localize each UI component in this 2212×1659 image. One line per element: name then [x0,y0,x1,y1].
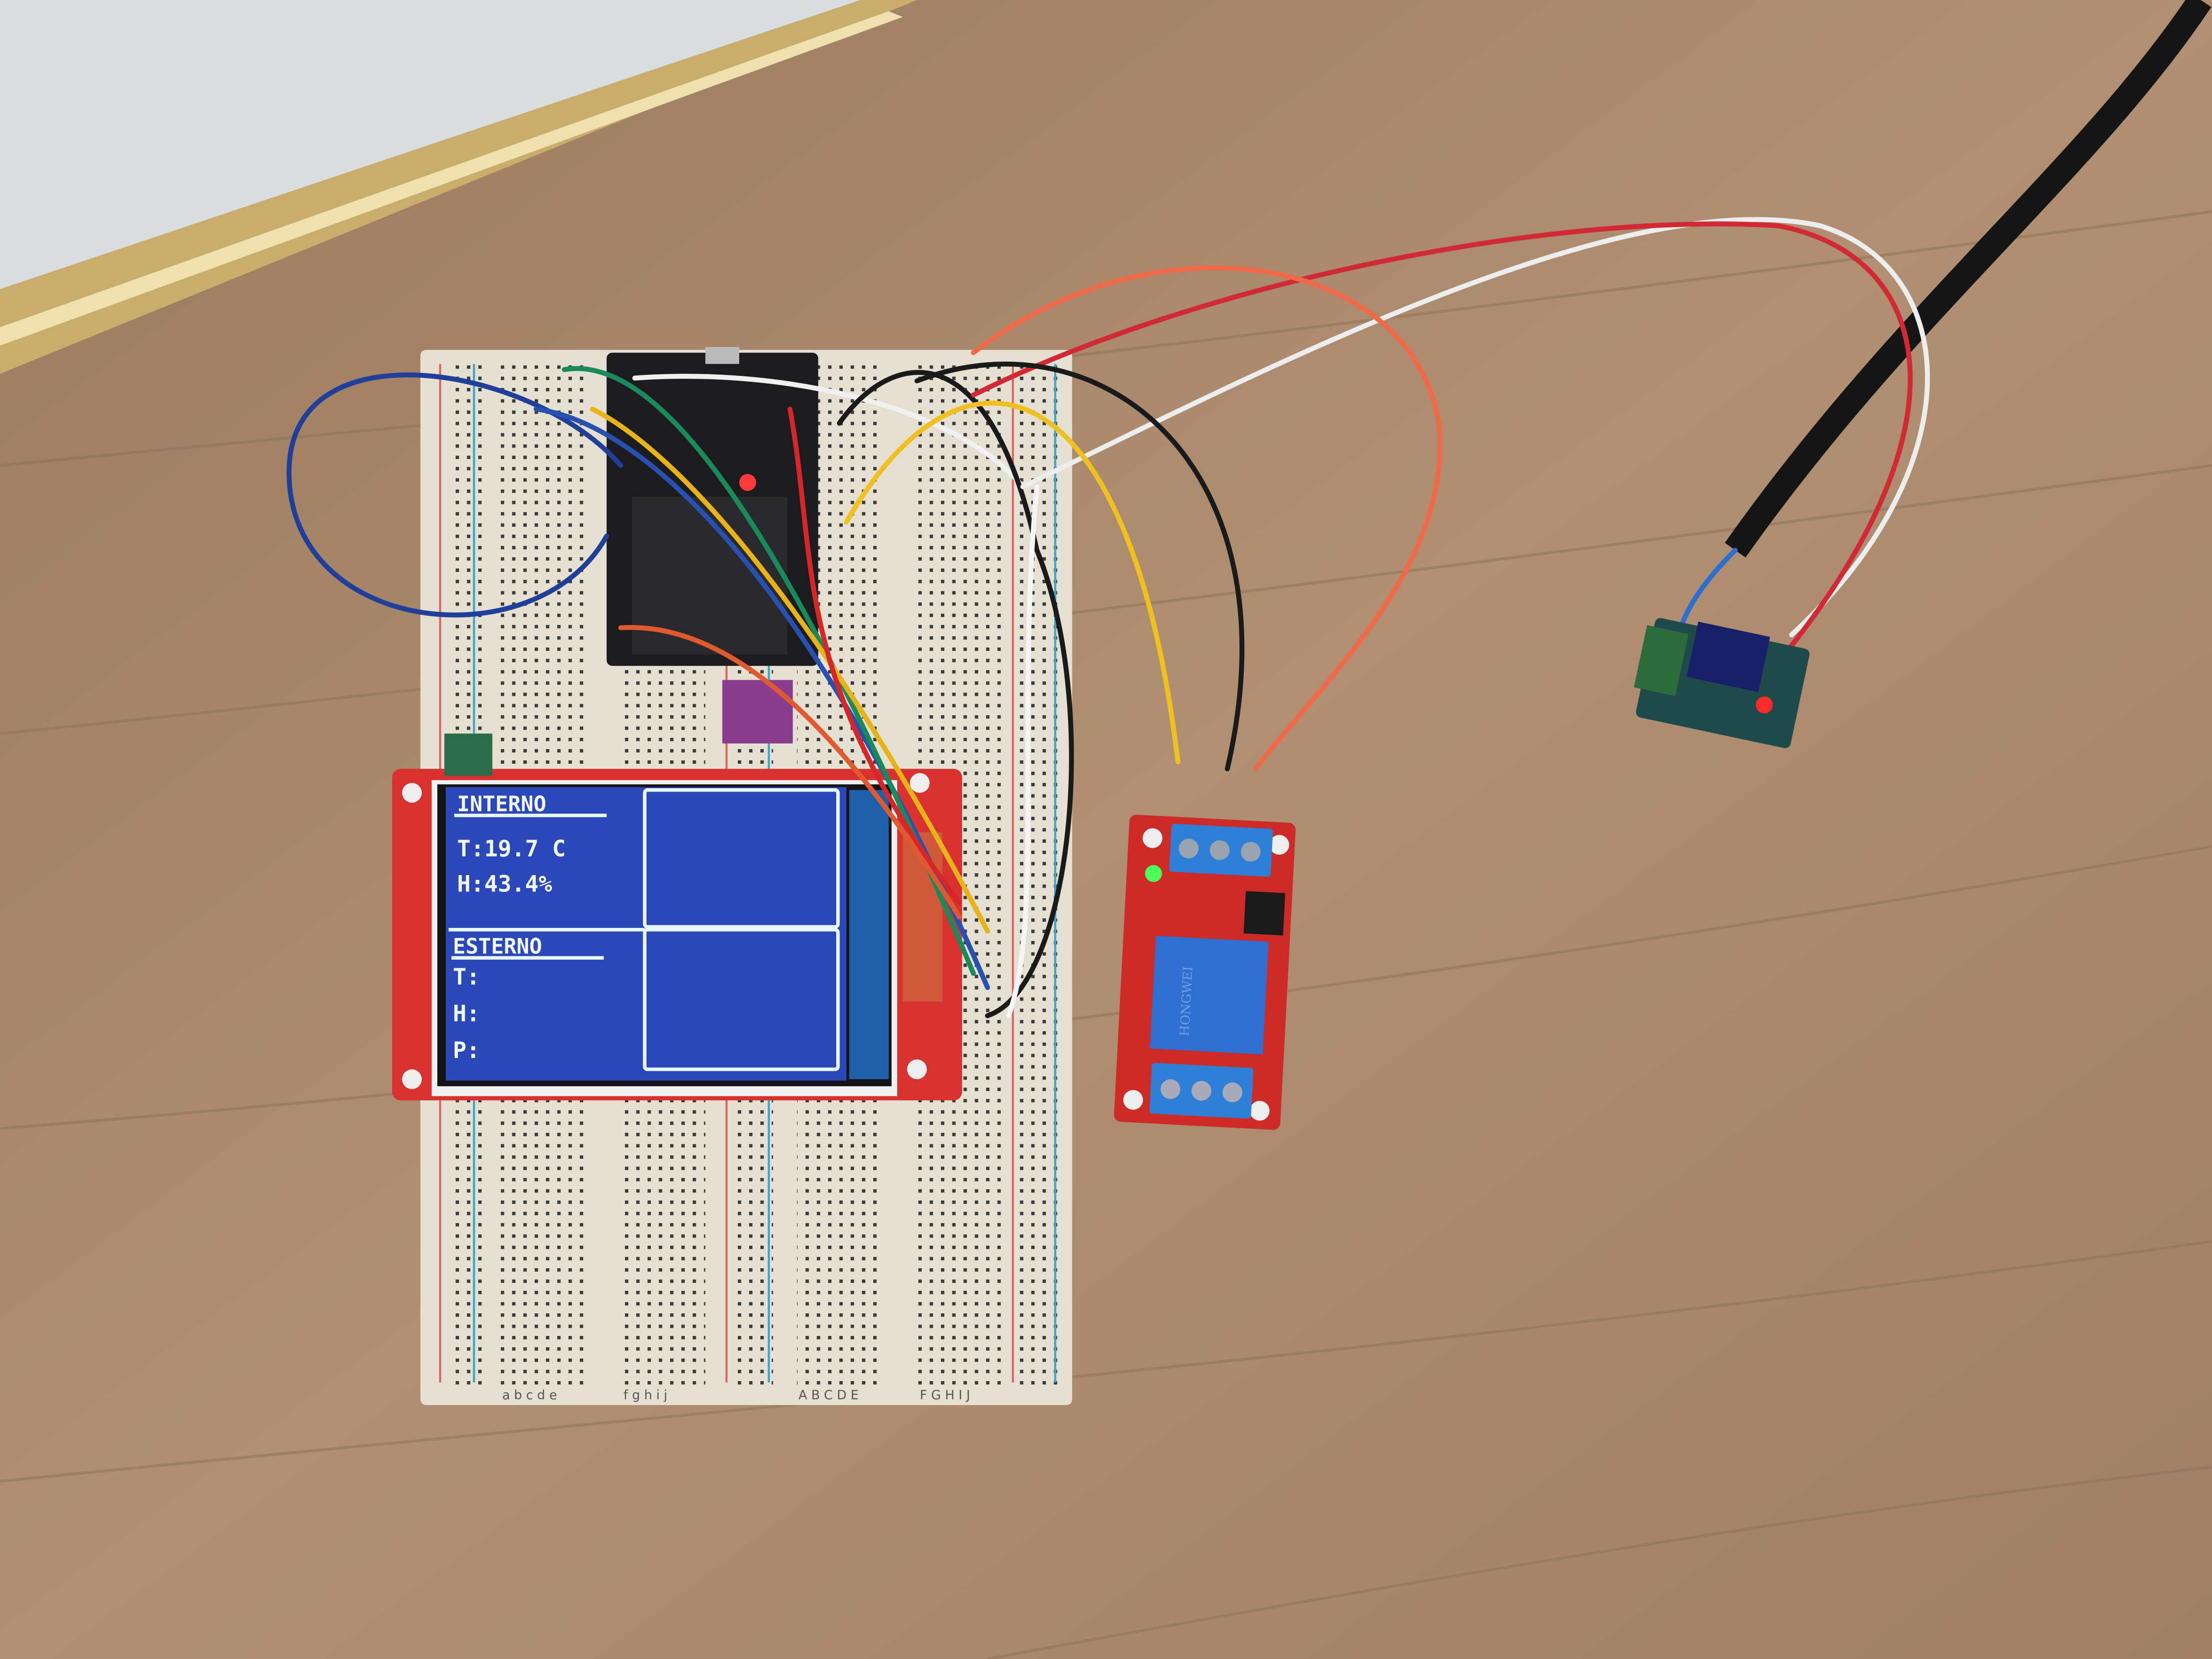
esp32-power-led [739,474,757,491]
internal-humidity: H:43.4% [457,871,552,897]
relay-status-led [1145,865,1162,882]
wire-yellow [590,407,990,934]
wire-red-long [971,221,1913,666]
external-pressure: P: [453,1037,480,1064]
wire-orange [618,625,962,920]
internal-temperature: T:19.7 C [457,836,565,862]
jumper-wires [287,217,1930,1019]
column-labels-mid: f g h i j [624,1388,667,1403]
wire-blue-loop [287,372,624,618]
external-title: ESTERNO [453,935,542,959]
wire-yellow-relay [844,400,1181,765]
tft-display-module: INTERNO T:19.7 C H:43.4% ESTERNO T: H: P… [392,733,962,1101]
wire-white-relay [1006,484,1040,1019]
relay-module: HONGWEI [1114,815,1296,1130]
wire-green [562,366,976,976]
wire-orange-relay [971,265,1443,771]
wire-black-relay [914,361,1245,771]
internal-title: INTERNO [457,792,546,817]
relay-brand: HONGWEI [1177,966,1196,1036]
wire-white-long [1020,217,1930,637]
power-cable [1725,0,2212,558]
column-labels-right2: F G H I J [920,1388,970,1403]
gold-trim-highlight [0,11,903,346]
relay-body [1150,936,1269,1055]
column-labels-right1: A B C D E [798,1388,858,1403]
power-module-led [1755,696,1773,714]
wire-red [787,407,962,905]
sensor-module [722,680,793,744]
external-temperature: T: [453,964,480,990]
lcd-frame-lines [448,788,840,1071]
external-humidity: H: [453,1001,480,1027]
wire-black-top [837,370,1074,1019]
column-labels-left: a b c d e [502,1388,557,1403]
power-supply-module [1634,618,1810,748]
